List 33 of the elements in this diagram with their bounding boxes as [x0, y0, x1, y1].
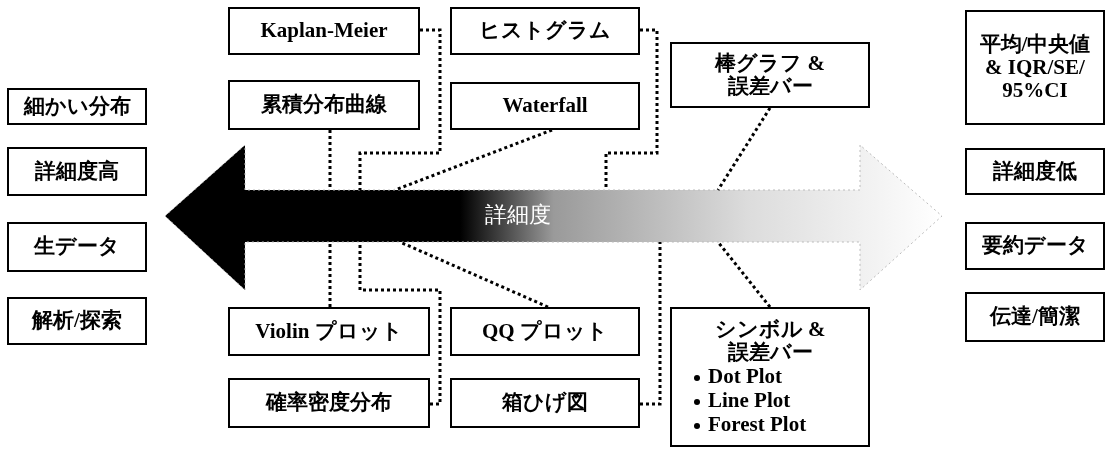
- label-box: 解析/探索: [7, 297, 147, 345]
- plot-box: Violin プロット: [228, 307, 430, 356]
- list-item: Line Plot: [708, 388, 791, 412]
- label-box: 詳細度高: [7, 147, 147, 196]
- leader-line: [358, 28, 442, 190]
- plot-box: [670, 307, 870, 447]
- box-heading: シンボル & 誤差バー: [713, 317, 827, 364]
- leader-line: [399, 240, 549, 309]
- label-box: 詳細度低: [965, 148, 1105, 195]
- arrow-label: 詳細度: [485, 201, 551, 229]
- leader-line: [394, 128, 553, 192]
- leader-line: [716, 241, 772, 308]
- plot-box: QQ プロット: [450, 307, 640, 356]
- plot-box: Kaplan-Meier: [228, 7, 420, 55]
- leader-line: [328, 242, 332, 307]
- leader-line: [640, 242, 662, 406]
- label-box: 要約データ: [965, 222, 1105, 270]
- plot-box: 棒グラフ & 誤差バー: [670, 42, 870, 108]
- label-box: 細かい分布: [7, 88, 147, 125]
- label-box: 伝達/簡潔: [965, 292, 1105, 342]
- list-item: Forest Plot: [708, 412, 807, 437]
- plot-box: Waterfall: [450, 82, 640, 130]
- leader-line: [358, 242, 442, 406]
- label-box: 生データ: [7, 222, 147, 272]
- plot-box: 箱ひげ図: [450, 378, 640, 428]
- leader-line: [604, 28, 659, 190]
- list-item: Dot Plot: [708, 363, 783, 388]
- leader-line: [328, 130, 332, 190]
- plot-box: ヒストグラム: [450, 7, 640, 55]
- label-box: 平均/中央値 & IQR/SE/ 95%CI: [965, 10, 1105, 125]
- plot-box: 累積分布曲線: [228, 80, 420, 130]
- plot-box: 確率密度分布: [228, 378, 430, 428]
- leader-line: [716, 107, 772, 191]
